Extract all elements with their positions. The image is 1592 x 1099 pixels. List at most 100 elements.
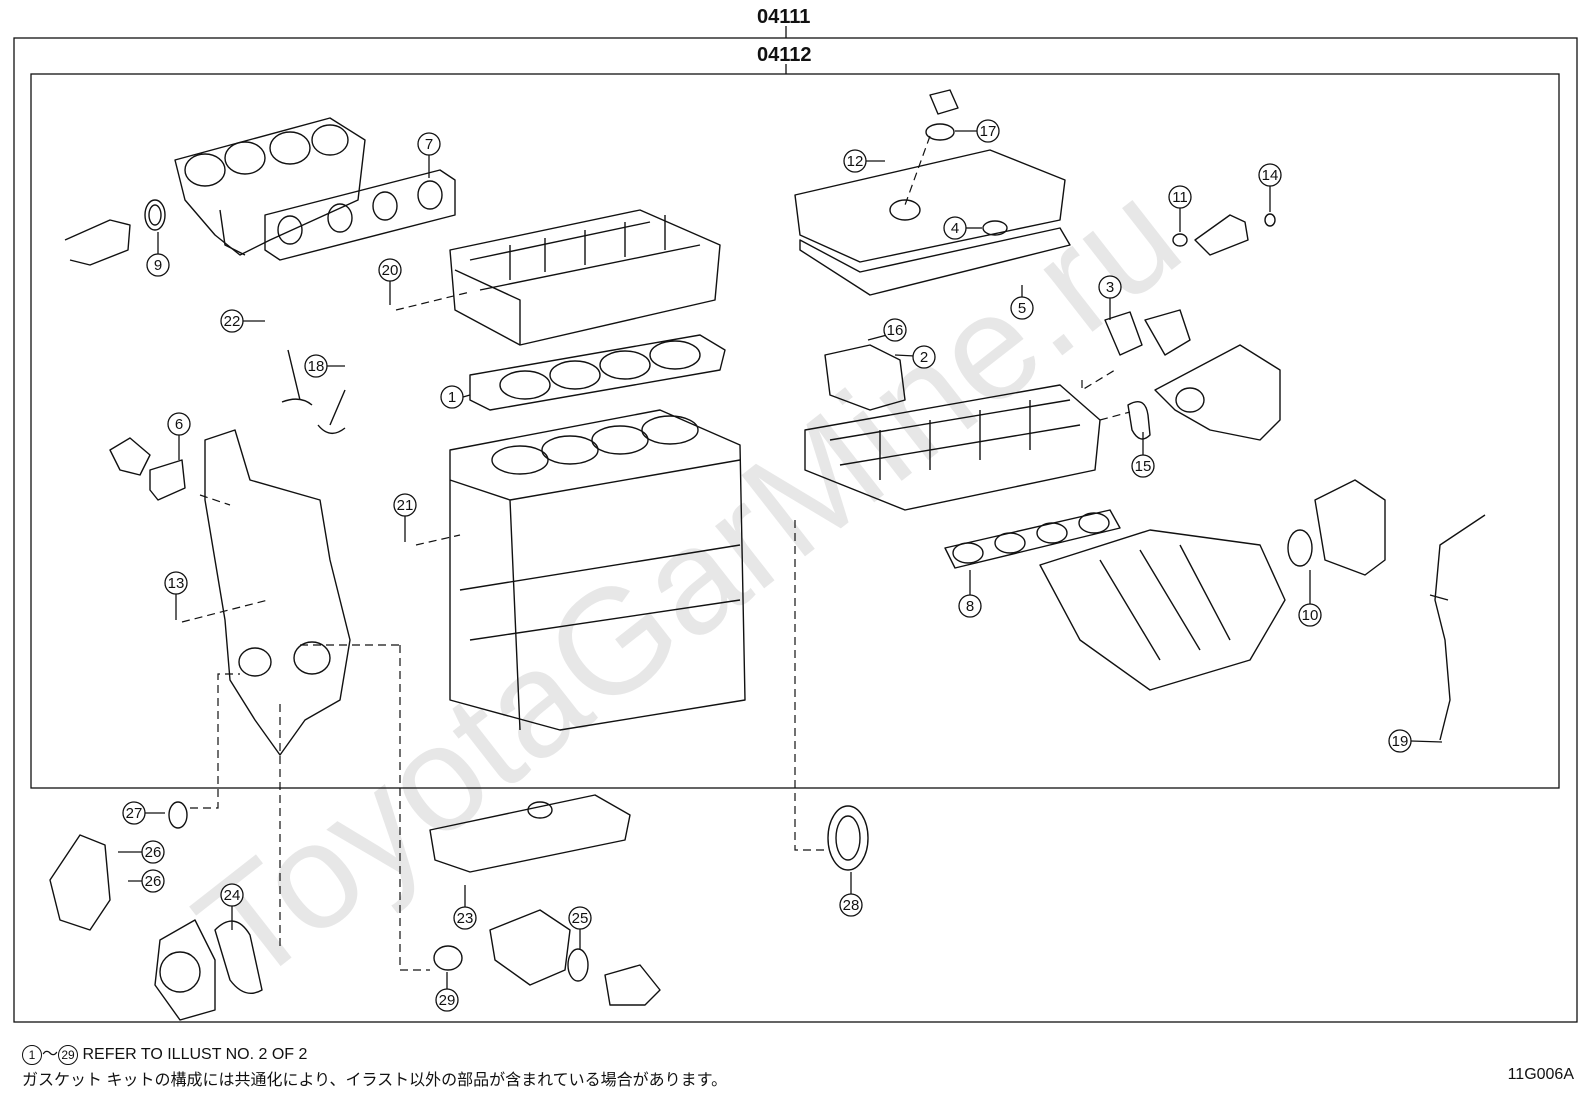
callout-19: 19 bbox=[1388, 729, 1443, 753]
kit-code-outer: 04111 bbox=[757, 6, 810, 28]
callout-25: 25 bbox=[568, 906, 592, 950]
crankshaft-rear-seal bbox=[827, 805, 869, 871]
callout-1: 1 bbox=[440, 385, 471, 409]
range-end-badge: 29 bbox=[58, 1045, 79, 1065]
callout-18: 18 bbox=[304, 354, 345, 378]
camshaft-bearing-cap bbox=[824, 344, 906, 411]
callout-17: 17 bbox=[955, 119, 1000, 143]
callout-number: 23 bbox=[457, 910, 474, 927]
callout-circle bbox=[141, 840, 165, 864]
callout-22: 22 bbox=[220, 309, 265, 333]
callout-2: 2 bbox=[894, 345, 936, 369]
range-start-badge: 1 bbox=[22, 1045, 42, 1065]
callout-number: 1 bbox=[448, 389, 456, 406]
footer-reference-note: 1～29 REFER TO ILLUST NO. 2 OF 2 bbox=[22, 1040, 307, 1065]
callout-12: 12 bbox=[843, 149, 885, 173]
callout-3: 3 bbox=[1098, 275, 1122, 320]
callout-circle bbox=[883, 318, 907, 342]
callout-number: 16 bbox=[887, 322, 904, 339]
callout-number: 26 bbox=[145, 844, 162, 861]
oil-pump-housing bbox=[49, 834, 111, 931]
callout-number: 9 bbox=[154, 257, 162, 274]
callout-circle bbox=[568, 906, 592, 930]
callout-circle bbox=[1298, 603, 1322, 627]
exhaust-manifold-gasket bbox=[264, 169, 456, 261]
callout-number: 3 bbox=[1106, 279, 1114, 296]
callout-8: 8 bbox=[958, 570, 982, 618]
callout-26: 26 bbox=[128, 869, 165, 893]
callout-circle bbox=[141, 869, 165, 893]
callout-number: 28 bbox=[843, 897, 860, 914]
oil-pan bbox=[429, 794, 631, 873]
callout-number: 27 bbox=[126, 805, 143, 822]
outer-kit-frame bbox=[13, 37, 1578, 1023]
callout-28: 28 bbox=[839, 872, 863, 917]
callout-circle bbox=[435, 988, 459, 1012]
callout-circle bbox=[220, 309, 244, 333]
callout-circle bbox=[1388, 729, 1412, 753]
reference-text: REFER TO ILLUST NO. 2 OF 2 bbox=[82, 1046, 308, 1063]
intake-manifold-gasket bbox=[944, 509, 1121, 569]
callout-circle bbox=[943, 216, 967, 240]
exhaust-pipe-gasket bbox=[144, 199, 166, 231]
callout-leader bbox=[462, 394, 471, 398]
callout-number: 5 bbox=[1018, 300, 1026, 317]
water-outlet-gasket-bottom bbox=[567, 948, 589, 982]
callout-circle bbox=[1258, 163, 1282, 187]
callout-circle bbox=[1131, 454, 1155, 478]
callout-leader bbox=[1410, 740, 1443, 743]
cylinder-block bbox=[449, 409, 746, 731]
callout-9: 9 bbox=[146, 232, 170, 277]
timing-chain-cover bbox=[204, 429, 351, 756]
callout-number: 21 bbox=[397, 497, 414, 514]
cylinder-head-cover-gasket bbox=[799, 227, 1071, 296]
callout-layer: 1234567891011121314151617181920212223242… bbox=[118, 119, 1443, 1012]
callout-circle bbox=[1098, 275, 1122, 299]
callout-circle bbox=[843, 149, 867, 173]
oil-control-valve bbox=[1172, 213, 1276, 256]
callout-16: 16 bbox=[867, 318, 907, 342]
callout-number: 8 bbox=[966, 598, 974, 615]
callout-number: 6 bbox=[175, 416, 183, 433]
callout-number: 4 bbox=[951, 220, 959, 237]
cylinder-head-gasket bbox=[469, 334, 726, 411]
throttle-body-gasket bbox=[1287, 529, 1313, 567]
callout-number: 15 bbox=[1135, 458, 1152, 475]
callout-circle bbox=[453, 906, 477, 930]
callout-number: 22 bbox=[224, 313, 241, 330]
callout-29: 29 bbox=[435, 972, 459, 1012]
water-outlet bbox=[489, 909, 661, 1006]
callout-circle bbox=[167, 412, 191, 436]
water-inlet-gasket bbox=[1104, 311, 1143, 356]
callout-20: 20 bbox=[378, 258, 402, 305]
callout-number: 20 bbox=[382, 262, 399, 279]
callout-circle bbox=[1168, 185, 1192, 209]
water-inlet-housing bbox=[1144, 309, 1281, 441]
thermostat-gasket bbox=[1127, 401, 1151, 440]
callout-circle bbox=[440, 385, 464, 409]
figure-code: 11G006A bbox=[1507, 1066, 1574, 1083]
cylinder-head-cover bbox=[794, 89, 1066, 263]
callout-4: 4 bbox=[943, 216, 982, 240]
kit-code-inner: 04112 bbox=[757, 44, 812, 66]
range-separator: ～ bbox=[42, 1046, 59, 1063]
oil-level-gauge-guide bbox=[1429, 514, 1486, 741]
callout-circle bbox=[912, 345, 936, 369]
callout-circle bbox=[378, 258, 402, 282]
spark-plug-tube-gasket bbox=[982, 220, 1008, 236]
callout-circle bbox=[164, 571, 188, 595]
callout-14: 14 bbox=[1258, 163, 1282, 212]
callout-13: 13 bbox=[164, 571, 188, 620]
water-pump-gasket bbox=[214, 920, 263, 994]
callout-circle bbox=[839, 893, 863, 917]
callout-circle bbox=[146, 253, 170, 277]
callout-circle bbox=[976, 119, 1000, 143]
callout-number: 19 bbox=[1392, 733, 1409, 750]
crankshaft-front-seal bbox=[168, 801, 188, 829]
callout-number: 10 bbox=[1302, 607, 1319, 624]
callout-21: 21 bbox=[393, 493, 417, 542]
callout-5: 5 bbox=[1010, 285, 1034, 320]
callout-number: 11 bbox=[1172, 189, 1188, 206]
callout-circle bbox=[1010, 296, 1034, 320]
callout-circle bbox=[304, 354, 328, 378]
